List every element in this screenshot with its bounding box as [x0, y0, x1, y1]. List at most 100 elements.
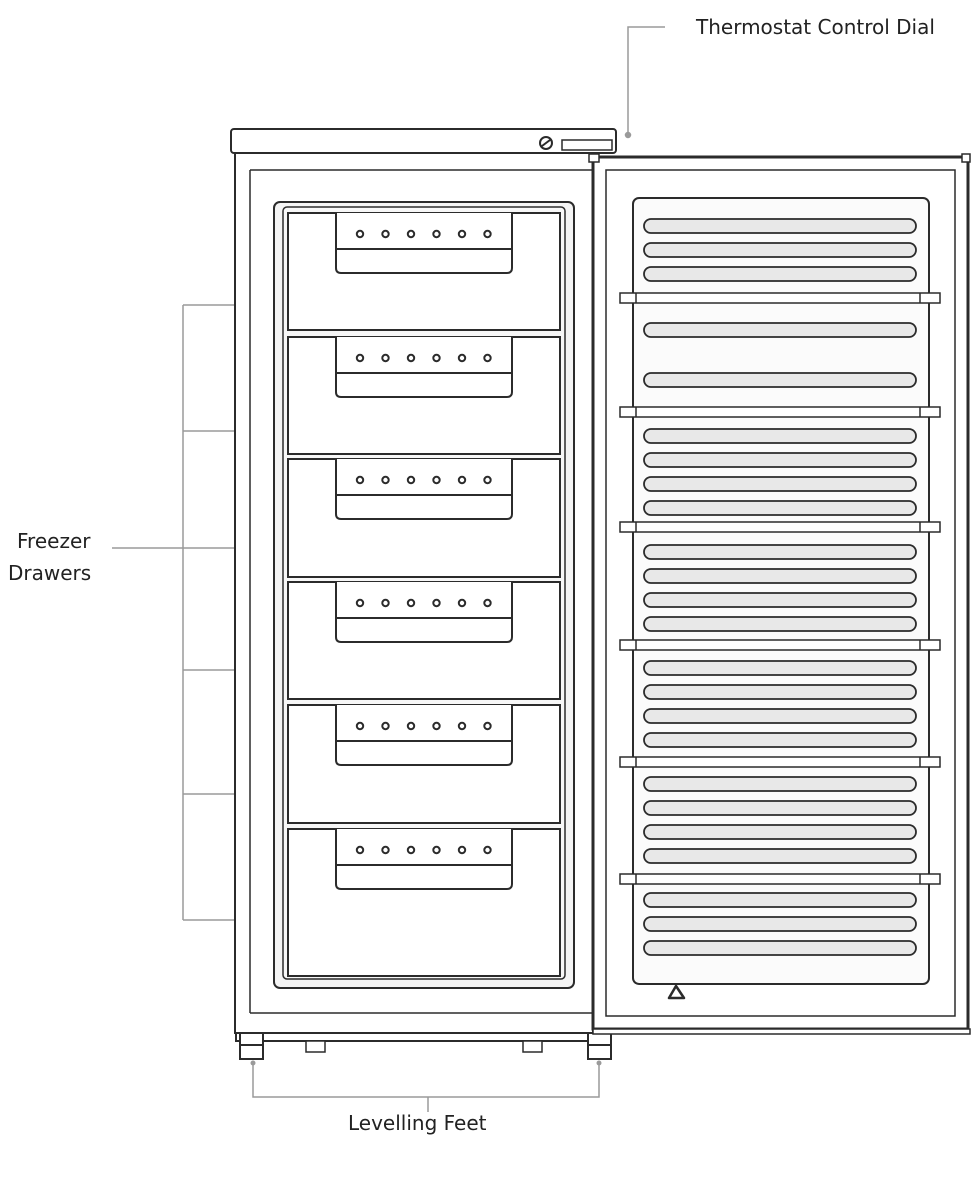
support-leg-right [522, 1040, 543, 1053]
door-shelf-group [619, 218, 941, 956]
door-shelf-divider [619, 756, 941, 768]
thermostat-leader-dot [624, 131, 632, 139]
drawer-vent-hole [483, 353, 492, 363]
drawer-vent-hole [355, 475, 365, 485]
door-shelf-rib [643, 452, 917, 468]
drawer-vent-hole [457, 475, 467, 485]
thermostat-dial-group [539, 136, 613, 151]
freezer-drawer[interactable] [287, 581, 561, 700]
drawer-vent-hole [432, 475, 441, 485]
drawer-vent-hole [483, 721, 492, 731]
cabinet-top [230, 128, 617, 154]
drawer-vent-hole [355, 845, 365, 855]
freezer-drawer[interactable] [287, 212, 561, 331]
door-shelf-rib [643, 732, 917, 748]
drawer-vent-hole [406, 845, 416, 855]
drawer-vent-hole [457, 845, 467, 855]
drawer-vent-hole [406, 721, 416, 731]
support-leg-left [305, 1040, 326, 1053]
drawer-handle [335, 213, 513, 274]
drawer-handle [335, 705, 513, 766]
drawer-vent-hole [406, 598, 416, 608]
door-shelf-rib [643, 684, 917, 700]
drawer-vent-hole [406, 229, 416, 239]
door-shelf-rib [643, 892, 917, 908]
feet [239, 1032, 612, 1060]
freezer-drawer[interactable] [287, 336, 561, 455]
door-shelf-rib [643, 544, 917, 560]
foot-dot-right [596, 1060, 602, 1066]
feet-bracket [252, 1063, 600, 1098]
door-shelf-divider [619, 521, 941, 533]
door-shelf-rib [643, 916, 917, 932]
drawer-handle [335, 829, 513, 890]
drawer-vent-hole [381, 353, 390, 363]
drawer-vent-hole [381, 845, 390, 855]
freezer-drawer[interactable] [287, 704, 561, 824]
door-shelf-rib [643, 500, 917, 516]
drawer-vent-hole [432, 845, 441, 855]
drawer-vent-hole [432, 721, 441, 731]
door-shelf-rib [643, 776, 917, 792]
door-shelf-rib [643, 940, 917, 956]
door-shelf-rib [643, 824, 917, 840]
drawer-vent-hole [483, 845, 492, 855]
door-hinge-top-right [961, 153, 971, 163]
door-shelf-divider [619, 406, 941, 418]
door-shelf-divider [619, 873, 941, 885]
door-hinge-top [588, 153, 600, 163]
door-shelf-rib [643, 568, 917, 584]
drawer-vent-hole [381, 475, 390, 485]
drawer-vent-hole [381, 721, 390, 731]
door-shelf-rib [643, 428, 917, 444]
drawer-vent-hole [483, 598, 492, 608]
door-shelf-rib [643, 476, 917, 492]
door-shelf-rib [643, 218, 917, 234]
drawer-vent-hole [483, 229, 492, 239]
warning-triangle-icon [667, 984, 686, 1000]
door-shelf-rib [643, 800, 917, 816]
door-shelf-rib [643, 660, 917, 676]
drawer-vent-hole [457, 353, 467, 363]
freezer-drawers-label-line1: Freezer [17, 529, 91, 553]
door-shelf-rib [643, 242, 917, 258]
drawer-vent-hole [432, 229, 441, 239]
door-shelf-rib [643, 616, 917, 632]
door-shelf-rib [643, 708, 917, 724]
door-base [592, 1028, 971, 1035]
drawer-vent-hole [432, 598, 441, 608]
drawer-vent-hole [406, 475, 416, 485]
drawer-handle [335, 459, 513, 520]
drawer-vent-hole [355, 229, 365, 239]
freezer-drawer[interactable] [287, 828, 561, 977]
drawer-vent-hole [355, 598, 365, 608]
door-shelf-rib [643, 372, 917, 388]
door-shelf-divider [619, 639, 941, 651]
thermostat-dial-slot [561, 139, 613, 151]
drawer-vent-hole [432, 353, 441, 363]
drawer-vent-hole [381, 598, 390, 608]
drawer-vent-hole [355, 721, 365, 731]
door-inner-panel [632, 197, 930, 985]
drawer-vent-hole [355, 353, 365, 363]
freezer-drawer[interactable] [287, 458, 561, 578]
drawer-vent-hole [457, 721, 467, 731]
thermostat-dial-indicator [541, 139, 551, 147]
door-shelf-rib [643, 322, 917, 338]
door-shelf-rib [643, 592, 917, 608]
drawer-vent-hole [457, 229, 467, 239]
drawer-vent-hole [457, 598, 467, 608]
cabinet-base [235, 1032, 593, 1042]
door-shelf-rib [643, 848, 917, 864]
drawer-vent-hole [406, 353, 416, 363]
door-shelf-rib [643, 266, 917, 282]
freezer-drawers-label-line2: Drawers [8, 561, 91, 585]
door-shelf-divider [619, 292, 941, 304]
thermostat-label: Thermostat Control Dial [695, 15, 935, 39]
thermostat-leader [627, 26, 665, 135]
foot-dot-left [250, 1060, 256, 1066]
drawer-vent-hole [381, 229, 390, 239]
levelling-feet-label: Levelling Feet [348, 1111, 487, 1135]
drawer-vent-hole [483, 475, 492, 485]
